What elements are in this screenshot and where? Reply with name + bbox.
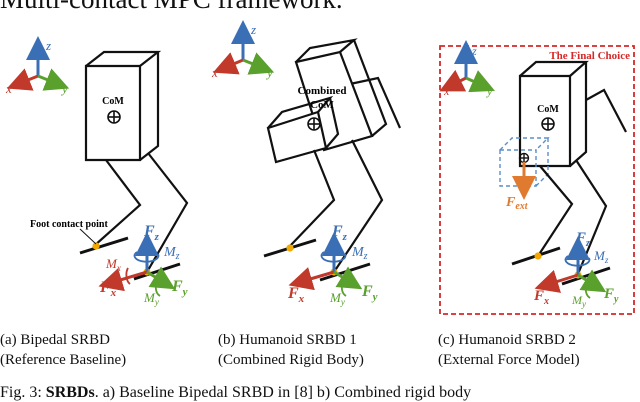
combined-com-label-line1: Combined	[298, 85, 347, 97]
axes-frame-a	[6, 36, 70, 91]
my-label-a: My	[143, 290, 159, 307]
fy-label-c: Fy	[603, 286, 619, 305]
figure-caption: Fig. 3: SRBDs. a) Baseline Bipedal SRBD …	[0, 384, 471, 402]
caption-c-line1: (c) Humanoid SRBD 2	[438, 332, 576, 348]
fy-label-b: Fy	[361, 283, 378, 303]
fz-label-a: Fz	[143, 223, 160, 243]
force-arrows-c	[534, 236, 607, 299]
mz-label-a: Mz	[163, 245, 180, 262]
fext-label: Fext	[505, 195, 529, 212]
combined-com-label-line2: CoM	[310, 99, 334, 111]
rigid-body-box-a	[84, 50, 162, 162]
final-choice-frame	[439, 45, 635, 315]
axis-z-label: z	[45, 38, 51, 53]
foot-contact-leader	[79, 228, 97, 245]
fy-label-a: Fy	[171, 278, 188, 298]
axis-x-label: x	[5, 81, 12, 96]
axis-y-label: y	[265, 65, 273, 80]
axis-x-label: x	[443, 84, 450, 98]
contact-point-b1	[286, 244, 294, 252]
legs-b	[289, 139, 384, 273]
caption-a-line1: (a) Bipedal SRBD	[0, 332, 110, 348]
contact-point-a1	[92, 242, 100, 250]
fx-label-c: Fx	[533, 288, 549, 307]
fx-label-b: Fx	[287, 285, 305, 305]
com-symbol-c	[541, 117, 555, 131]
caption-b-line1: (b) Humanoid SRBD 1	[218, 332, 357, 348]
panel-c: The Final Choice z x y CoM	[439, 40, 635, 315]
axis-x-label: x	[211, 65, 218, 80]
contact-point-c1	[534, 252, 542, 260]
mz-label-b: Mz	[351, 245, 368, 262]
force-arrows-a	[98, 232, 176, 297]
fz-label-c: Fz	[575, 230, 590, 249]
caption-b: (b) Humanoid SRBD 1 (Combined Rigid Body…	[218, 330, 364, 370]
my-label-b: My	[329, 290, 345, 307]
foot-contact-label: Foot contact point	[30, 219, 108, 230]
axes-frame-c	[439, 40, 495, 93]
panel-a: z x y CoM Foot contact point	[5, 36, 189, 307]
rigid-body-box-c	[518, 60, 589, 168]
fz-label-b: Fz	[331, 223, 348, 243]
ext-point	[518, 152, 530, 164]
legs-a	[93, 152, 189, 273]
header-fragment: Multi-contact MPC framework.	[0, 0, 343, 15]
axis-z-label: z	[250, 22, 256, 37]
arms-b	[349, 76, 402, 129]
com-label-a: CoM	[102, 96, 124, 107]
caption-a-line2: (Reference Baseline)	[0, 352, 127, 368]
axis-y-label: y	[486, 84, 493, 98]
force-arrows-b	[288, 232, 363, 297]
com-label-c: CoM	[537, 104, 559, 115]
caption-c-line2: (External Force Model)	[438, 352, 580, 368]
com-symbol-b	[307, 117, 321, 131]
final-choice-badge: The Final Choice	[549, 50, 630, 62]
caption-b-line2: (Combined Rigid Body)	[218, 352, 364, 368]
fx-label-a: Fx	[99, 279, 117, 299]
caption-c: (c) Humanoid SRBD 2 (External Force Mode…	[438, 330, 580, 370]
axis-z-label: z	[471, 44, 477, 58]
mx-label-a: Mx	[105, 256, 121, 273]
com-symbol-a	[107, 110, 121, 124]
figure-caption-rest: . a) Baseline Bipedal SRBD in [8] b) Com…	[94, 384, 472, 401]
figure-caption-prefix: Fig. 3:	[0, 384, 46, 401]
mz-label-c: Mz	[593, 248, 609, 265]
caption-a: (a) Bipedal SRBD (Reference Baseline)	[0, 330, 126, 370]
axis-y-label: y	[60, 81, 68, 96]
figure-caption-bold: SRBDs	[45, 384, 95, 401]
axes-frame-b	[212, 20, 275, 75]
my-label-c: My	[571, 293, 586, 309]
arm-c	[585, 88, 627, 133]
panel-b: z x y Combined CoM	[211, 20, 402, 307]
